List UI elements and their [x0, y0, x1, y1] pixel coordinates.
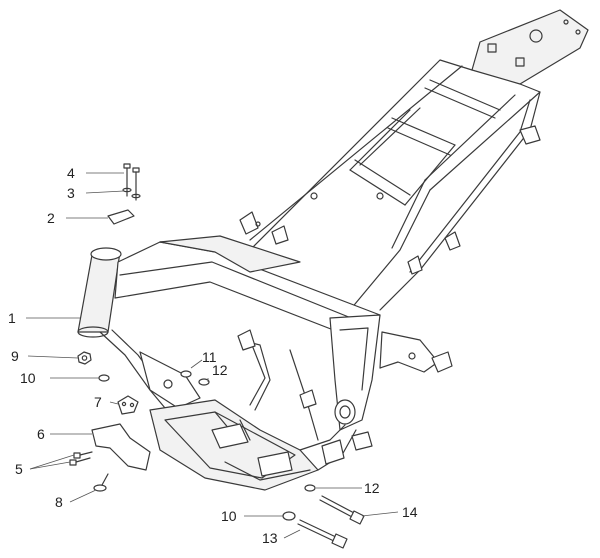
callout-14: 14: [402, 504, 418, 520]
leader-lines: [26, 172, 399, 539]
washer-12a: [198, 378, 210, 386]
callout-10: 10: [221, 508, 237, 524]
callout-7: 7: [94, 394, 102, 410]
loose-parts: [69, 163, 365, 549]
nut-9: [77, 351, 92, 365]
motorcycle-frame: [77, 9, 589, 491]
screw-8: [93, 473, 109, 492]
callout-1: 1: [8, 310, 16, 326]
long-bolt-14: [319, 495, 365, 525]
callout-9: 9: [11, 348, 19, 364]
bracket-6: [91, 423, 151, 471]
callout-12: 12: [212, 362, 228, 378]
callout-6: 6: [37, 426, 45, 442]
callout-8: 8: [55, 494, 63, 510]
callout-5: 5: [15, 461, 23, 477]
callout-10: 10: [20, 370, 36, 386]
spacer-11: [180, 370, 192, 378]
washer-pair-3: [122, 187, 141, 199]
callout-12: 12: [364, 480, 380, 496]
washer-10b: [282, 511, 296, 521]
clamp-plate-2: [107, 209, 135, 225]
washer-12b: [304, 484, 316, 492]
callout-11: 11: [202, 349, 217, 365]
bolt-pair-4: [123, 163, 140, 201]
callout-4: 4: [67, 165, 75, 181]
long-bolt-13: [297, 519, 348, 549]
callout-3: 3: [67, 185, 75, 201]
callout-2: 2: [47, 210, 55, 226]
callout-labels: 4 3 2 1 9 10 7 6 5 8 11 12 12 14 10 13: [8, 165, 418, 546]
chain-guide-7: [117, 395, 139, 415]
callout-13: 13: [262, 530, 278, 546]
washer-10a: [98, 374, 110, 382]
bolt-pair-5: [69, 451, 93, 466]
